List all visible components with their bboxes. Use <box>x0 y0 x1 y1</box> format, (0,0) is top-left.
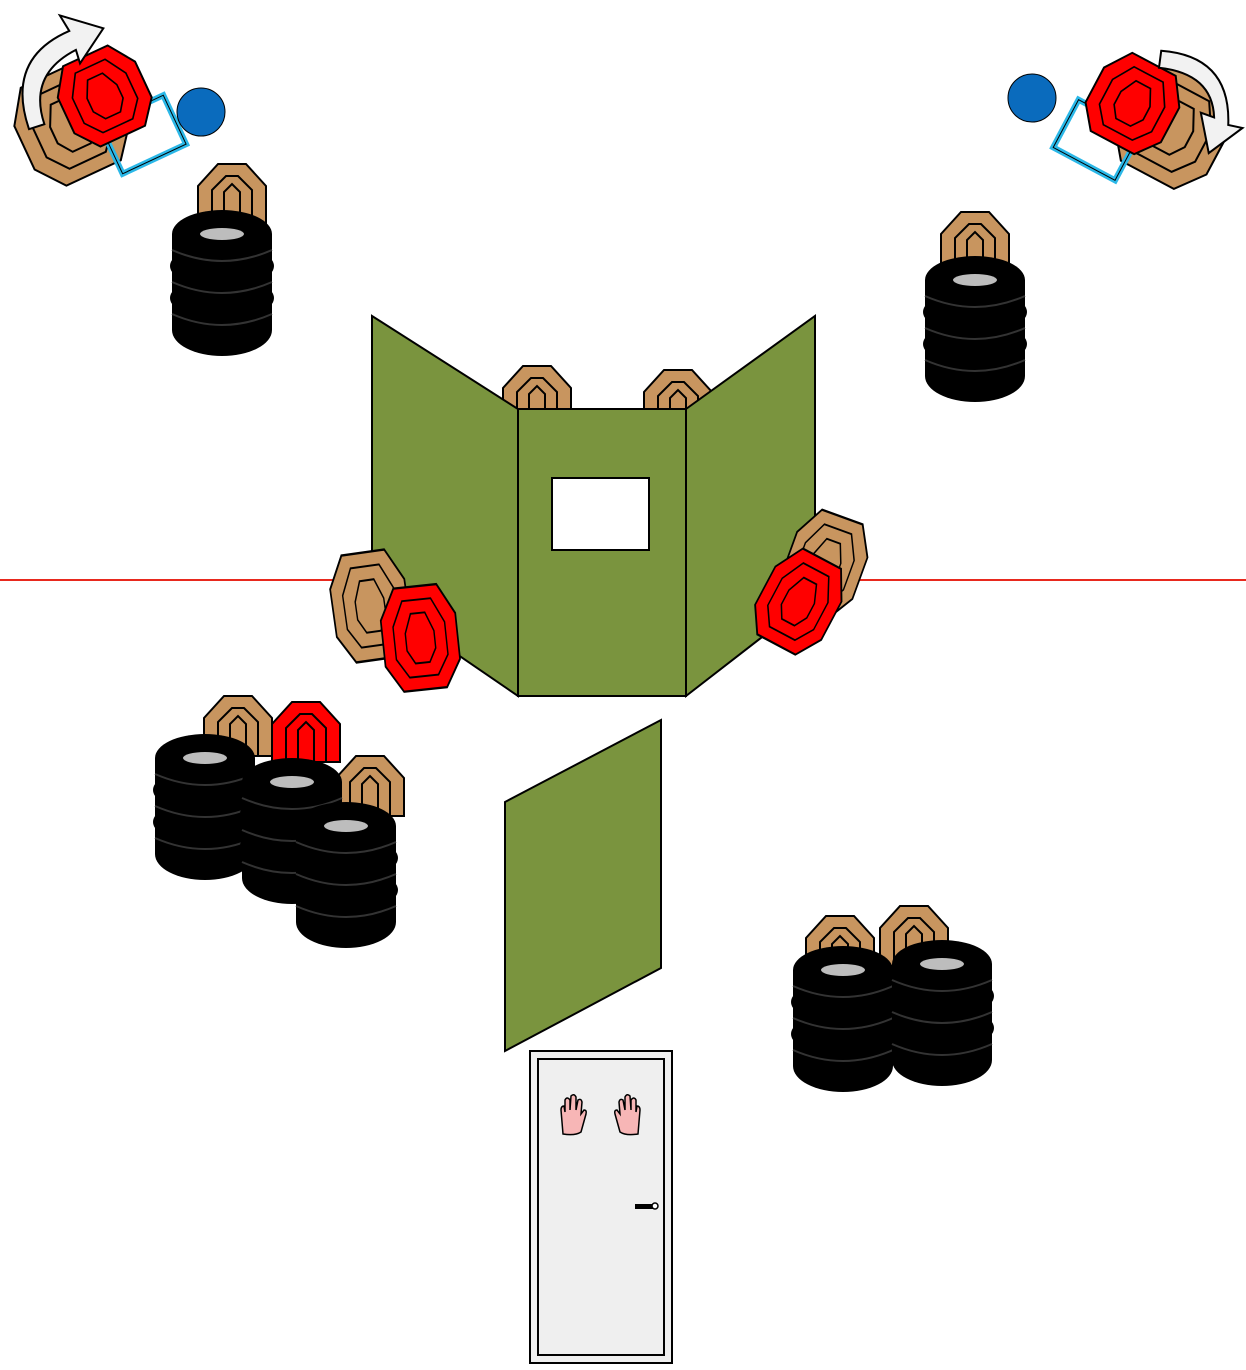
barrel-target-group-left <box>170 164 274 356</box>
popper-activator-right <box>1008 74 1056 122</box>
barrel-cluster-left <box>153 696 404 948</box>
barrel-stack <box>923 256 1027 402</box>
barrel-target-group-right <box>923 212 1027 402</box>
steel-target-peek <box>272 702 340 762</box>
barrel-cluster-right <box>791 906 994 1092</box>
swinger-target-right <box>1053 20 1246 222</box>
barrel-stack <box>170 210 274 356</box>
swinger-target-left <box>0 0 186 207</box>
window-port <box>552 478 649 550</box>
diagonal-wall <box>505 720 661 1051</box>
start-door <box>530 1051 672 1363</box>
popper-activator-left <box>177 88 225 136</box>
